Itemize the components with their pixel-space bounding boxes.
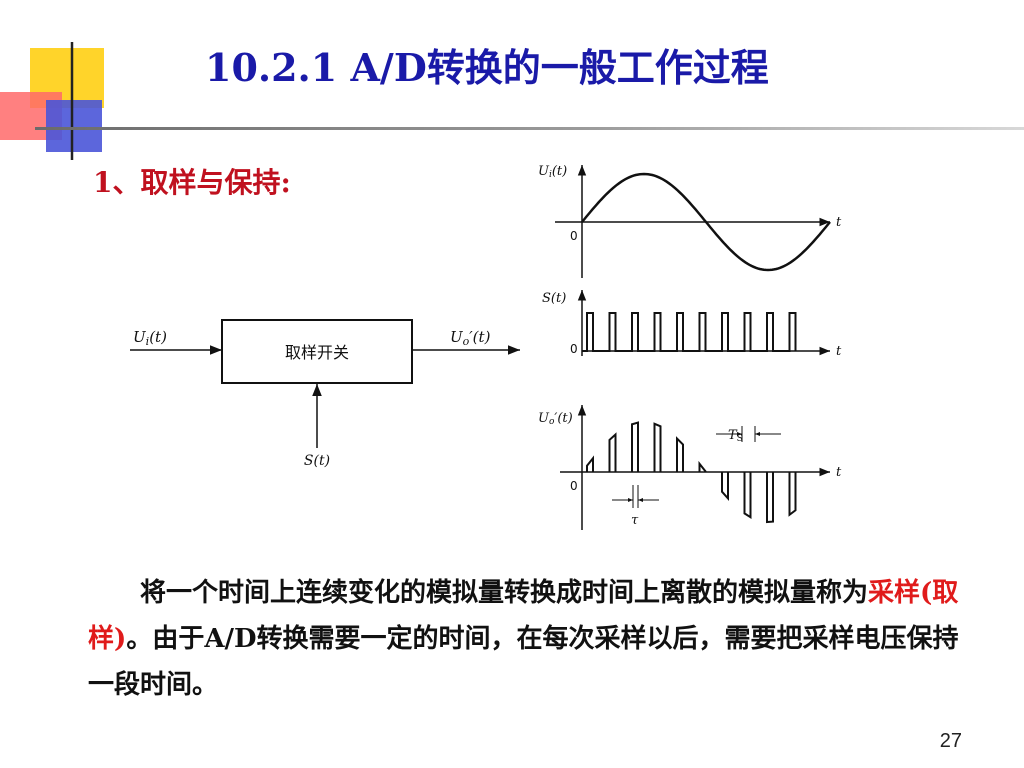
title-rule — [35, 127, 1024, 130]
slide-title: 10.2.1 A/D转换的一般工作过程 — [205, 45, 769, 90]
paragraph-part-1: 将一个时间上连续变化的模拟量转换成时间上离散的模拟量称为 — [140, 578, 869, 608]
output-t-label: t — [836, 465, 842, 480]
page-number: 27 — [939, 730, 962, 752]
output-label: Uo′(t) — [450, 328, 491, 348]
sampling-highlight: 采样(取样) — [88, 578, 959, 654]
input-label: Ui(t) — [133, 328, 167, 348]
blue-square — [46, 100, 102, 152]
sampling-switch-label: 取样开关 — [285, 343, 349, 362]
sampling-waveforms: Ui(t) 0 t S(t) 0 t Uo′(t) 0 t TS — [538, 164, 842, 530]
tau-label: τ — [631, 513, 639, 528]
sampling-pulse-train — [582, 312, 797, 352]
switch-pulse-plot: S(t) 0 t — [542, 290, 842, 359]
input-origin: 0 — [570, 229, 578, 243]
period-label: TS — [728, 428, 743, 444]
switch-t-label: t — [836, 344, 842, 359]
decorative-corner-graphic — [0, 42, 104, 160]
input-waveform-plot: Ui(t) 0 t — [538, 164, 842, 278]
input-y-label: Ui(t) — [538, 164, 567, 180]
sampling-switch-box — [221, 319, 413, 384]
sample-switch-block-diagram: Ui(t) 取样开关 Uo′(t) S(t) — [130, 319, 520, 469]
input-sine-curve — [581, 172, 831, 272]
output-waveform-plot: Uo′(t) 0 t TS τ — [538, 405, 842, 530]
output-origin: 0 — [570, 479, 578, 493]
output-y-label: Uo′(t) — [538, 411, 573, 427]
paragraph-part-2: 。由于A/D转换需要一定的时间，在每次采样以后，需要把采样电压保持一段时间。 — [88, 624, 959, 700]
section-heading: 1、取样与保持: — [93, 166, 291, 199]
body-paragraph: 将一个时间上连续变化的模拟量转换成时间上离散的模拟量称为采样(取样)。由于A/D… — [88, 570, 968, 708]
input-t-label: t — [836, 215, 842, 230]
sampled-output-pulses — [586, 421, 797, 524]
switch-origin: 0 — [570, 342, 578, 356]
control-label: S(t) — [304, 453, 330, 469]
switch-y-label: S(t) — [542, 291, 566, 306]
